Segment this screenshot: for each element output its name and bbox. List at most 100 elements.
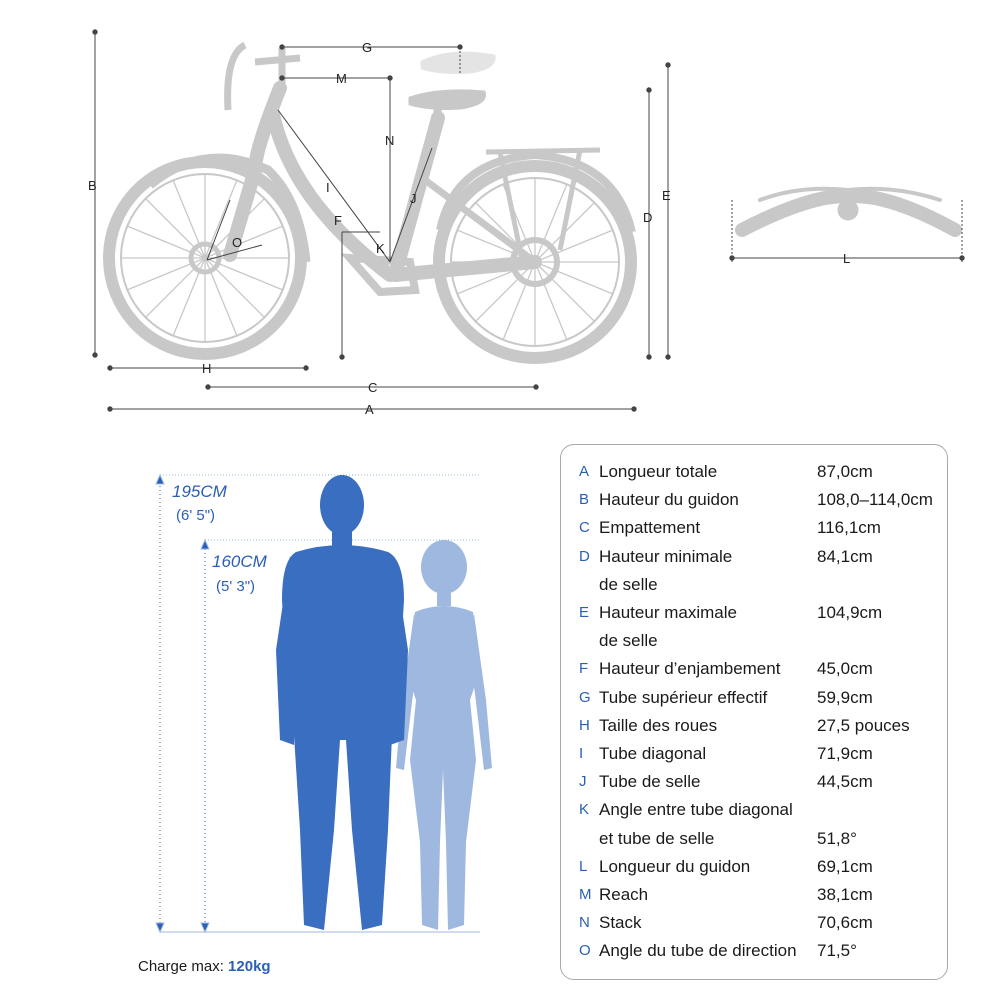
dimension-lines [92,29,965,412]
male-height-ft: (6' 5") [176,507,216,524]
dim-letter-l: L [843,251,850,266]
spec-name: Longueur totale [599,462,718,481]
spec-name: Reach [599,885,649,904]
spec-letter: G [579,688,591,706]
spec-row-i: I Tube diagonal 71,9cm [561,740,949,768]
female-silhouette [396,540,492,930]
spec-letter: M [579,886,592,903]
spec-value: 108,0–114,0cm [817,490,933,510]
spec-name: Hauteur d’enjambement [599,659,781,679]
spec-value: 84,1cm [817,546,873,566]
spec-name: Stack [599,913,642,933]
spec-row-b: B Hauteur du guidon 108,0–114,0cm [561,486,949,514]
spec-letter: K [579,801,590,819]
dim-letter-j: J [410,191,417,206]
spec-row-o: O Angle du tube de direction 71,5° [561,937,949,965]
spec-row-m: M Reach 38,1cm [561,881,949,909]
spec-value: 51,8° [817,828,857,848]
dim-letter-b: B [88,178,97,193]
saddle-max-position [420,51,496,74]
spec-row-g: G Tube supérieur effectif 59,9cm [561,684,949,712]
spec-letter: I [579,745,584,762]
spec-value: 87,0cm [817,462,873,481]
spec-letter: B [579,491,590,509]
spec-value: 69,1cm [817,856,873,876]
spec-name: Tube de selle [599,772,701,792]
spec-name: Hauteur minimale [599,546,733,566]
handlebar-top-view [735,186,962,237]
max-load-value: 120kg [228,958,271,975]
saddle [408,89,486,110]
spec-letter: N [579,914,590,932]
dim-letter-k: K [376,241,385,256]
handlebar [224,41,301,111]
spec-name: Tube supérieur effectif [599,687,768,707]
spec-row-k: K Angle entre tube diagonal [561,796,949,824]
spec-name: Hauteur maximale [599,603,737,622]
dim-letter-a: A [365,402,374,417]
spec-value: 104,9cm [817,603,883,622]
spec-value: 116,1cm [817,518,881,538]
spec-letter: E [579,604,590,621]
dim-letter-n: N [385,133,394,148]
spec-letter: J [579,773,587,791]
rear-rack [485,147,601,251]
spec-name: Angle du tube de direction [599,941,797,961]
spec-letter: F [579,660,589,678]
spec-name: Taille des roues [599,715,718,735]
spec-row-f: F Hauteur d’enjambement 45,0cm [561,655,949,683]
spec-row-d-cont: de selle [561,571,949,599]
height-reference [155,473,480,934]
dim-letter-m: M [336,71,347,86]
spec-name: Angle entre tube diagonal [599,800,793,820]
spec-value: 27,5 pouces [817,715,910,735]
dim-letter-c: C [368,380,377,395]
spec-letter: H [579,716,590,734]
spec-name: Empattement [599,518,701,538]
dimension-letters: A B C D E F G H I J K L M N O [88,40,850,417]
dim-letter-o: O [232,235,242,250]
spec-letter: L [579,857,588,875]
spec-letter: A [579,463,590,480]
dim-letter-d: D [643,210,652,225]
spec-row-e-cont: de selle [561,627,949,655]
spec-name-continued: et tube de selle [599,828,715,848]
female-height-ft: (5' 3") [216,578,256,595]
spec-row-n: N Stack 70,6cm [561,909,949,937]
spec-row-a: A Longueur totale 87,0cm [561,458,949,486]
spec-letter: D [579,547,590,565]
spec-value: 44,5cm [817,772,873,792]
spec-value: 71,5° [817,941,857,961]
max-load: Charge max: 120kg [138,958,271,975]
male-height-cm: 195CM [172,482,227,501]
male-silhouette [276,475,408,930]
bike-illustration [103,41,637,364]
spec-row-e: E Hauteur maximale 104,9cm [561,599,949,627]
max-load-label: Charge max: [138,958,229,975]
spec-value: 59,9cm [817,687,873,707]
spec-name: Tube diagonal [599,744,707,763]
spec-name: Longueur du guidon [599,856,751,876]
dim-letter-h: H [202,361,211,376]
dim-letter-e: E [662,188,671,203]
spec-row-c: C Empattement 116,1cm [561,514,949,542]
female-height-cm: 160CM [212,552,267,571]
spec-value: 71,9cm [817,744,873,763]
spec-row-d: D Hauteur minimale 84,1cm [561,543,949,571]
spec-letter: O [579,942,591,960]
spec-name: Hauteur du guidon [599,490,739,510]
spec-letter: C [579,519,590,537]
dim-letter-f: F [334,213,342,228]
spec-value: 70,6cm [817,913,873,933]
spec-name-continued: de selle [599,574,658,594]
spec-row-h: H Taille des roues 27,5 pouces [561,712,949,740]
front-wheel [103,153,311,360]
dim-letter-g: G [362,40,372,55]
spec-name-continued: de selle [599,631,658,651]
spec-row-l: L Longueur du guidon 69,1cm [561,853,949,881]
spec-row-j: J Tube de selle 44,5cm [561,768,949,796]
spec-value: 38,1cm [817,885,873,904]
spec-value: 45,0cm [817,659,873,679]
